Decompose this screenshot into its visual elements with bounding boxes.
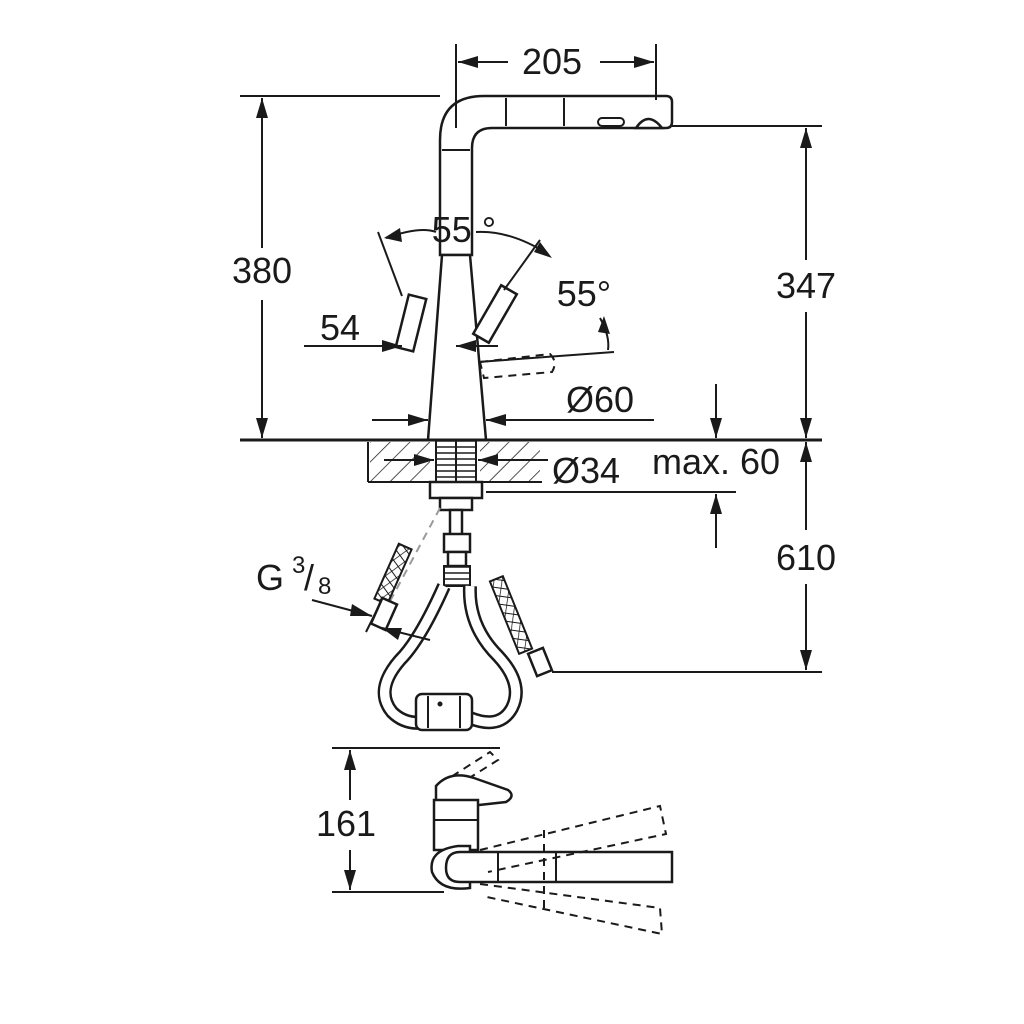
lever-left xyxy=(394,293,428,353)
label-hose-length: 610 xyxy=(776,537,836,578)
lever-right xyxy=(471,283,519,345)
label-spout-reach: 205 xyxy=(522,41,582,82)
spout-tube xyxy=(438,94,674,257)
side-body xyxy=(432,798,480,852)
label-lever-angle-left: 55 ° xyxy=(432,209,496,250)
label-spout-height: 347 xyxy=(776,265,836,306)
label-thread-g: G xyxy=(256,557,284,598)
label-thread-slash: / xyxy=(304,557,314,598)
hose-assembly xyxy=(311,507,554,732)
label-max-deck-thickness: max. 60 xyxy=(652,441,780,482)
lever-swing-outline xyxy=(478,352,556,380)
faucet-side-view xyxy=(332,747,674,936)
dimension-lines xyxy=(240,44,822,673)
countertop-section xyxy=(367,439,548,538)
label-thread-numerator: 3 xyxy=(292,552,305,579)
supply-hose-left xyxy=(365,542,413,633)
spray-nozzle xyxy=(633,117,665,130)
faucet-body xyxy=(426,253,488,442)
label-side-view-height: 161 xyxy=(316,803,376,844)
label-thread-denominator: 8 xyxy=(318,573,331,600)
label-hole-diameter: Ø34 xyxy=(552,450,620,491)
label-lever-angle-right: 55° xyxy=(557,273,611,314)
label-base-diameter: Ø60 xyxy=(566,379,634,420)
side-spout xyxy=(444,850,674,884)
hose-weight xyxy=(414,692,474,732)
label-lever-offset: 54 xyxy=(320,307,360,348)
supply-hose-right xyxy=(488,574,554,678)
mounting-nut xyxy=(428,480,484,500)
label-total-height: 380 xyxy=(232,250,292,291)
